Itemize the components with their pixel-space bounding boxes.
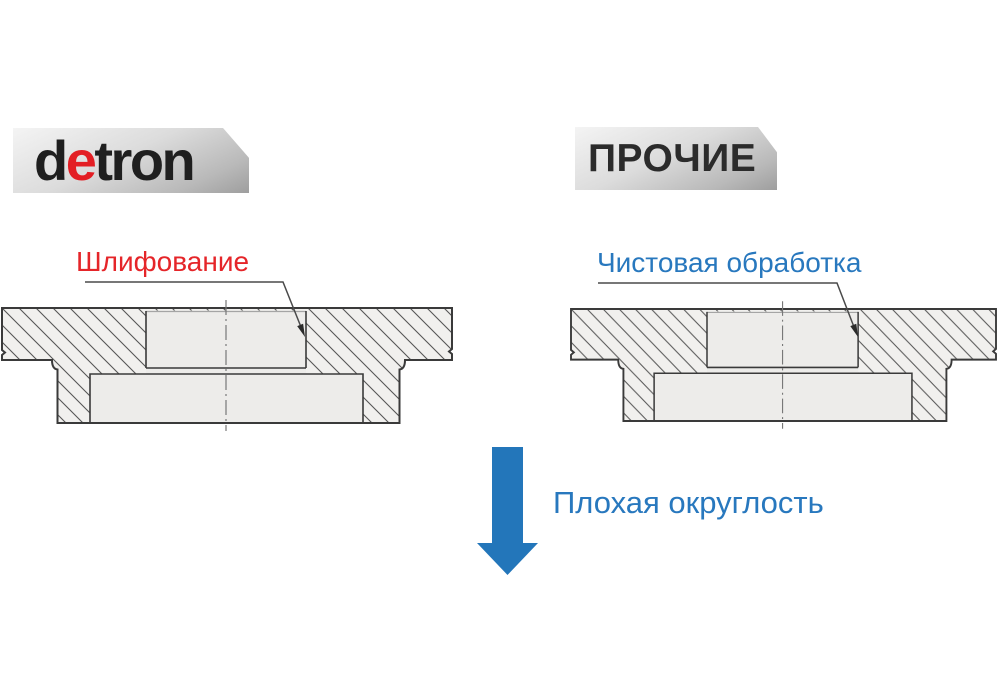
bad-roundness-caption: Плохая округлость <box>553 485 824 520</box>
logo-part-1: d <box>34 129 68 192</box>
others-banner: ПРОЧИЕ <box>575 127 777 190</box>
finishing-label: Чистовая обработка <box>597 247 862 278</box>
part-outline <box>1 307 453 424</box>
logo-accent-letter: e <box>65 129 97 192</box>
part-outline <box>570 308 997 422</box>
logo-part-2: tron <box>94 129 195 192</box>
grinding-label: Шлифование <box>76 246 250 277</box>
others-label: ПРОЧИЕ <box>588 137 757 180</box>
detron-part-cross-section <box>1 300 453 431</box>
detron-logo-banner: detron <box>13 128 249 193</box>
down-arrow-icon <box>477 447 538 575</box>
detron-logo: detron <box>13 128 196 193</box>
others-part-cross-section <box>570 301 997 429</box>
